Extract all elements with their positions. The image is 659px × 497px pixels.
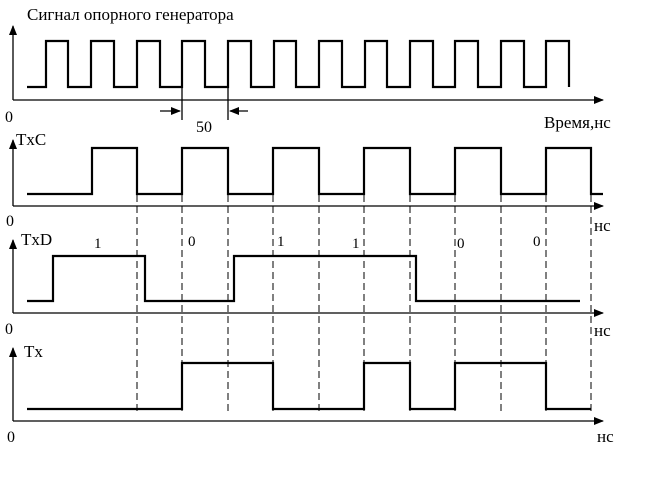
reference-clock-axis-label: Время,нс — [544, 113, 611, 132]
period-dimension — [160, 86, 248, 120]
reference-clock-origin-label: 0 — [5, 109, 13, 126]
period-label: 50 — [196, 119, 212, 136]
txd-origin-label: 0 — [5, 321, 13, 338]
tx-signal-label: Tx — [24, 342, 43, 361]
txd-bit-label: 0 — [533, 234, 541, 250]
txd-bit-label: 1 — [277, 234, 285, 250]
txd-waveform — [27, 254, 580, 303]
txd-axis-label: нс — [594, 321, 611, 340]
txd-bit-label: 0 — [457, 236, 465, 252]
txc-waveform — [27, 146, 603, 196]
alignment-guides — [136, 195, 592, 413]
txd-signal-label: TxD — [21, 230, 52, 249]
txc-origin-label: 0 — [6, 213, 14, 230]
reference-clock-waveform — [27, 39, 571, 89]
txd-bit-label: 1 — [94, 236, 102, 252]
tx-waveform — [27, 361, 591, 411]
reference-clock-title: Сигнал опорного генератора — [27, 5, 234, 24]
txc-signal-label: TxC — [16, 130, 46, 149]
txd-bit-label: 0 — [188, 234, 196, 250]
tx-axis-label: нс — [597, 427, 614, 446]
txd-bit-label: 1 — [352, 236, 360, 252]
txc-axis-label: нс — [594, 216, 611, 235]
tx-origin-label: 0 — [7, 429, 15, 446]
